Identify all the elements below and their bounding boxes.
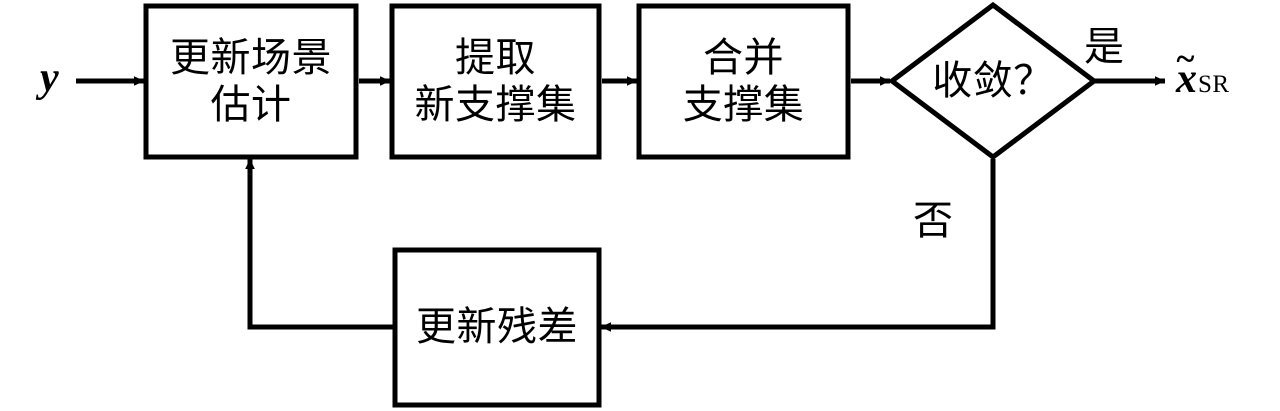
node-update-residual-shape[interactable] [392, 247, 602, 408]
node-merge-support-set-shape[interactable] [636, 3, 851, 160]
node-extract-new-support-set-shape[interactable] [389, 3, 602, 160]
edge-decision-no-to-update-residual [600, 159, 996, 332]
node-update-scene-estimate-shape[interactable] [143, 3, 359, 160]
node-convergence-check-shape[interactable] [887, 1, 1099, 161]
edge-update-residual-to-node1 [245, 158, 393, 330]
